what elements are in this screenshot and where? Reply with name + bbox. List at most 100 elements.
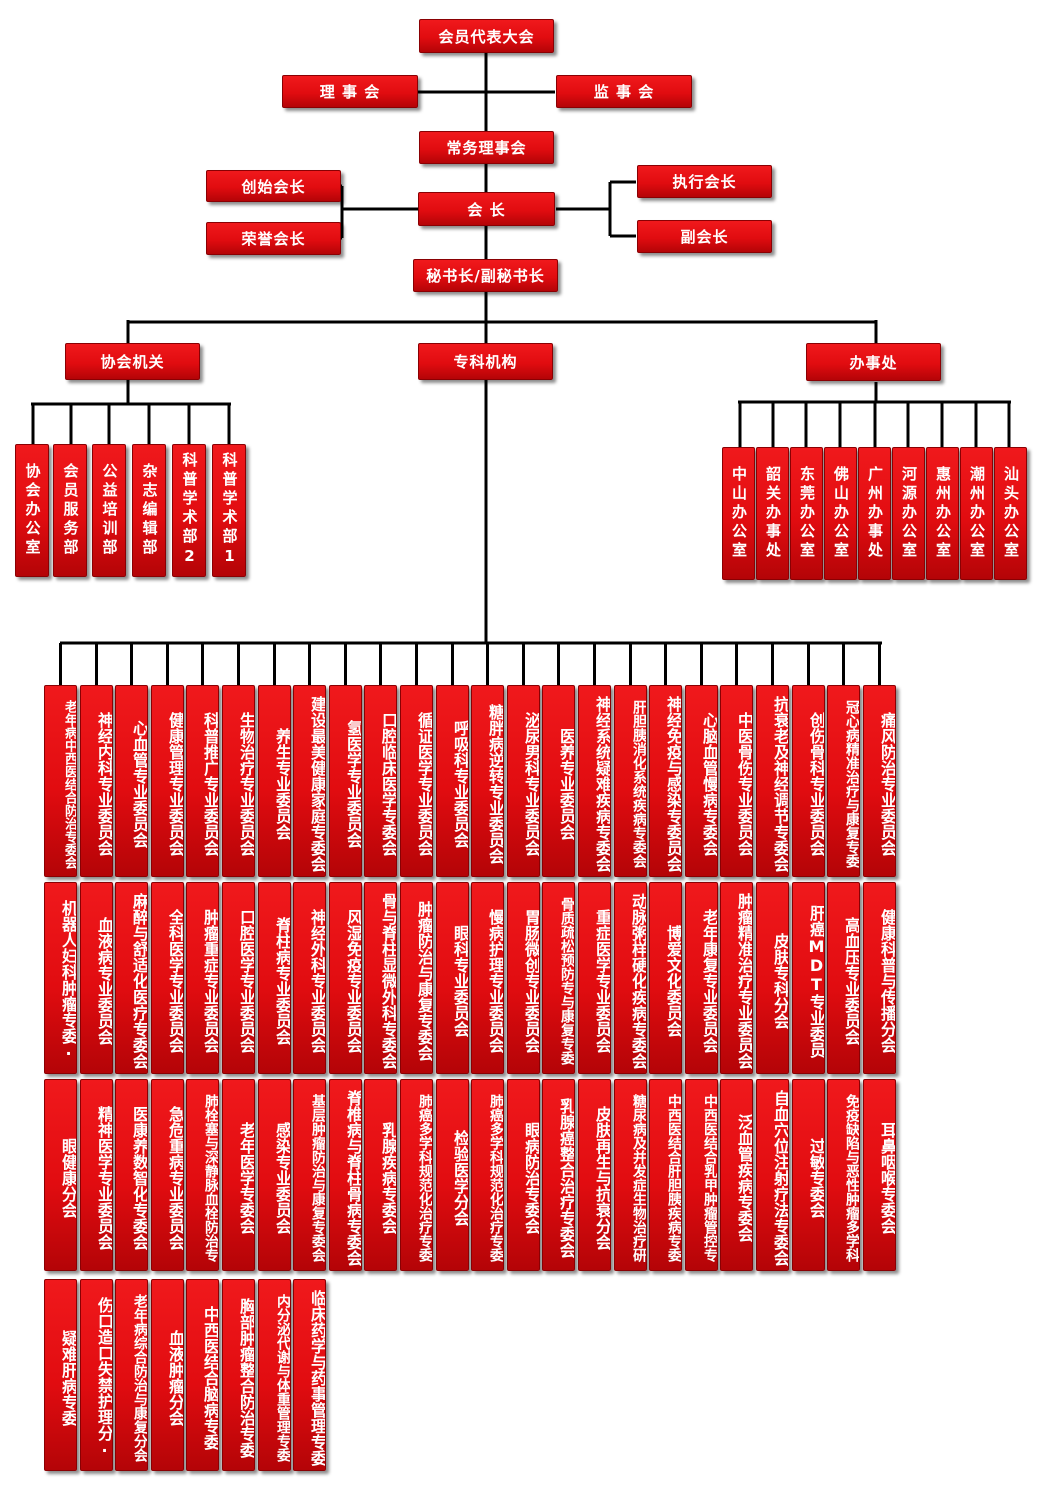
department-box: 科普学术部2 <box>172 444 206 577</box>
president-label: 会 长 <box>467 200 506 219</box>
executive-president-box: 执行会长 <box>637 165 772 198</box>
committee-label: 口腔临床医学专委会 <box>379 712 397 856</box>
office-label: 汕头办公室 <box>1002 466 1020 561</box>
committee-label: 口腔医学专业委员会 <box>237 909 255 1053</box>
committee-label: 痛风防治专业委员会 <box>878 712 896 856</box>
committee-label: 肿瘤精准治疗专业委员会 <box>735 893 753 1069</box>
office-box: 河源办公室 <box>892 447 925 580</box>
committee-box: 基层肿瘤防治与康复专委会 <box>293 1079 326 1271</box>
assembly-label: 会员代表大会 <box>438 27 535 46</box>
office-label: 惠州办公室 <box>934 466 952 561</box>
office-box: 广州办事处 <box>858 447 891 580</box>
office-box: 中山办公室 <box>722 447 755 580</box>
committee-box: 肿瘤重症专业委员会 <box>186 882 219 1074</box>
department-label: 公益培训部 <box>100 463 119 558</box>
committee-box: 疑难肝病专委 <box>44 1279 77 1471</box>
committee-label: 眼科专业委员会 <box>451 925 469 1037</box>
committee-label: 精神医学专业委员会 <box>95 1106 113 1250</box>
committee-box: 胸部肿瘤整合防治专委 <box>222 1279 255 1471</box>
committee-label: 养生专业委员会 <box>273 728 291 840</box>
committee-box: 检验医学分会 <box>436 1079 469 1271</box>
committee-box: 免疫缺陷与恶性肿瘤多学科 <box>827 1079 860 1271</box>
committee-label: 血液病专业委员会 <box>95 917 113 1045</box>
committee-box: 呼吸科专业委员会 <box>436 685 469 877</box>
committee-box: 循证医学专业委员会 <box>400 685 433 877</box>
committee-label: 自血穴位注射疗法专委会 <box>771 1090 789 1266</box>
committee-box: 痛风防治专业委员会 <box>863 685 896 877</box>
committee-box: 脊柱病专业委员会 <box>258 882 291 1074</box>
committee-box: 肺栓塞与深静脉血栓防治专 <box>186 1079 219 1271</box>
committee-label: 眼健康分会 <box>59 1138 77 1218</box>
committee-box: 骨与脊柱显微外科专委会 <box>364 882 397 1074</box>
committee-box: 心脑血管慢病专委会 <box>685 685 718 877</box>
committee-label: 氢医学专业委员会 <box>344 720 362 848</box>
committee-label: 糖尿病及并发症生物治疗研 <box>631 1094 647 1262</box>
supervisors-box: 监 事 会 <box>556 75 692 108</box>
committee-box: 临床药学与药事管理专委 <box>293 1279 326 1471</box>
committee-box: 口腔临床医学专委会 <box>364 685 397 877</box>
committee-box: 健康管理专业委员会 <box>151 685 184 877</box>
offices-box: 办事处 <box>806 343 941 381</box>
committee-box: 神经免疫与感染专委员会 <box>649 685 682 877</box>
committee-box: 神经外科专业委员会 <box>293 882 326 1074</box>
committee-box: 血液肿瘤分会 <box>151 1279 184 1471</box>
committee-box: 生物治疗专业委员会 <box>222 685 255 877</box>
committee-label: 呼吸科专业委员会 <box>451 720 469 848</box>
department-box: 协会办公室 <box>15 444 49 577</box>
committee-label: 骨质疏松预防专与康复专委 <box>559 897 575 1065</box>
committee-box: 口腔医学专业委员会 <box>222 882 255 1074</box>
secretary-general-label: 秘书长/副秘书长 <box>426 267 545 285</box>
committee-label: 肺癌多学科规范化治疗专委 <box>488 1094 504 1262</box>
committee-box: 科普推广专业委员会 <box>186 685 219 877</box>
committee-label: 胸部肿瘤整合防治专委 <box>237 1298 255 1458</box>
committee-label: 糖胖病逆转专业委员会 <box>486 704 504 864</box>
committee-box: 抗衰老及神经调节专委会 <box>756 685 789 877</box>
committee-label: 耳鼻咽喉专委会 <box>878 1122 896 1234</box>
committee-label: 肺癌多学科规范化治疗专委 <box>417 1094 433 1262</box>
office-label: 东莞办公室 <box>798 466 816 561</box>
committee-label: 血液肿瘤分会 <box>166 1330 184 1426</box>
committee-box: 自血穴位注射疗法专委会 <box>756 1079 789 1271</box>
committee-label: 抗衰老及神经调节专委会 <box>771 696 789 872</box>
executive-president-label: 执行会长 <box>672 173 737 191</box>
committee-box: 医养专业委员会 <box>542 685 575 877</box>
supervisors-label: 监 事 会 <box>593 83 655 101</box>
committee-box: 神经系统疑难疾病专委会 <box>578 685 611 877</box>
committee-label: 麻醉与舒适化医疗专委会 <box>130 893 148 1069</box>
committee-box: 建设最美健康家庭专委会 <box>293 685 326 877</box>
offices-label: 办事处 <box>849 353 898 372</box>
office-label: 潮州办公室 <box>968 466 986 561</box>
committee-label: 泌尿男科专业委员会 <box>522 712 540 856</box>
committee-label: 皮肤专科分会 <box>771 933 789 1029</box>
committee-label: 老年病中西医结合防治专委会 <box>62 699 77 869</box>
committee-box: 精神医学专业委员会 <box>80 1079 113 1271</box>
committee-label: 伤口造口失禁护理分· <box>95 1296 113 1460</box>
assembly-box: 会员代表大会 <box>419 19 554 53</box>
committee-box: 中西医结合脑病专委 <box>186 1279 219 1471</box>
committee-label: 医康养数智化专委会 <box>130 1106 148 1250</box>
committee-label: 重症医学专业委员会 <box>593 909 611 1053</box>
committee-label: 急危重病专业委员会 <box>166 1106 184 1250</box>
council-box: 理 事 会 <box>282 75 418 108</box>
committee-box: 神经内科专业委员会 <box>80 685 113 877</box>
committee-label: 肺栓塞与深静脉血栓防治专 <box>203 1094 219 1262</box>
committee-label: 眼病防治专委会 <box>522 1122 540 1234</box>
office-box: 东莞办公室 <box>790 447 823 580</box>
committee-box: 皮肤再生与抗衰分会 <box>578 1079 611 1271</box>
office-box: 惠州办公室 <box>926 447 959 580</box>
committee-label: 老年康复专业委员会 <box>700 909 718 1053</box>
committee-label: 脊柱病专业委员会 <box>273 917 291 1045</box>
committee-box: 肝癌MDT专业委员 <box>792 882 825 1074</box>
office-label: 韶关办事处 <box>764 466 782 561</box>
committee-label: 感染专业委员会 <box>273 1122 291 1234</box>
council-label: 理 事 会 <box>319 83 381 101</box>
department-label: 杂志编辑部 <box>140 463 159 558</box>
committee-label: 免疫缺陷与恶性肿瘤多学科 <box>844 1094 860 1262</box>
committee-label: 科普推广专业委员会 <box>201 712 219 856</box>
department-label: 协会办公室 <box>23 463 42 558</box>
committee-box: 肿瘤精准治疗专业委员会 <box>720 882 753 1074</box>
committee-label: 中西医结合肝胆胰疾病专委 <box>666 1094 682 1262</box>
committee-label: 医养专业委员会 <box>557 728 575 840</box>
committee-label: 皮肤再生与抗衰分会 <box>593 1106 611 1250</box>
office-box: 韶关办事处 <box>756 447 789 580</box>
